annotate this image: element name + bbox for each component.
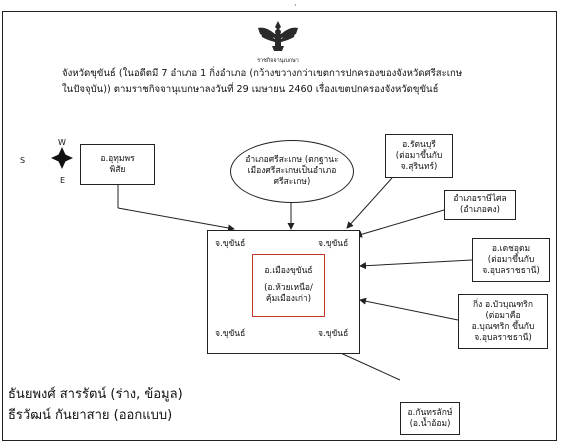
garuda-emblem xyxy=(256,18,300,54)
corner-label-bottom-left: จ.ขุขันธ์ xyxy=(215,329,246,339)
rasisalai-line-1: อำเภอราษีไศล xyxy=(453,194,507,204)
kantharalak-line-2: (อ.น้ำอ้อม) xyxy=(409,418,451,429)
corner-label-top-right: จ.ขุขันธ์ xyxy=(318,239,349,249)
mueang-line-4: คุ้มเมืองเก่า) xyxy=(265,294,312,304)
garuda-icon xyxy=(258,21,298,51)
buntharik-line-4: จ.อุบลราชธานี) xyxy=(474,332,532,343)
district-kantharalak: อ.กันทรลักษ์ (อ.น้ำอ้อม) xyxy=(400,402,460,435)
mueang-line-3: (อ.ห้วยเหนือ/ xyxy=(264,283,313,293)
sisaket-line-1: อำเภอศรีสะเกษ (ตกฐานะ xyxy=(245,155,339,165)
corner-label-top-left: จ.ขุขันธ์ xyxy=(215,239,246,249)
arrow-rattanaburi xyxy=(346,177,393,229)
rattanaburi-line-2: (ต่อมาขึ้นกับ xyxy=(395,150,443,161)
arrow-buntharik xyxy=(359,297,459,321)
sisaket-line-2: เมืองศรีสะเกษเป็นอำเภอ xyxy=(247,166,337,176)
arrow-kanthararom xyxy=(355,209,445,238)
compass-s: S xyxy=(20,156,26,165)
district-sisaket-ellipse: อำเภอศรีสะเกษ (ตกฐานะ เมืองศรีสะเกษเป็นอ… xyxy=(230,140,354,203)
credits-block: ธันยพงศ์ สารรัตน์ (ร่าง, ข้อมูล) ธีรวัฒน… xyxy=(8,384,183,426)
compass-w: W xyxy=(58,138,66,147)
detudom-line-2: (ต่อมาขึ้นกับ xyxy=(487,254,535,265)
uthumphon-line-2: พิสัย xyxy=(109,164,126,175)
emblem-caption: ราชกิจจานุเบกษา xyxy=(257,58,299,64)
arrow-uthumphon xyxy=(117,207,235,232)
district-rattanaburi: อ.รัตนบุรี (ต่อมาขึ้นกับ จ.สุรินทร์) xyxy=(385,134,453,178)
arrow-detudom xyxy=(359,259,473,270)
credits-line-1: ธันยพงศ์ สารรัตน์ (ร่าง, ข้อมูล) xyxy=(8,387,183,402)
kantharalak-line-1: อ.กันทรลักษ์ xyxy=(407,407,453,418)
compass-e: E xyxy=(60,176,66,185)
rasisalai-line-2: (อำเภอคง) xyxy=(460,205,500,215)
dot-mark: · xyxy=(294,1,297,10)
buntharik-line-1: กิ่ง อ.บัวบุณฑริก xyxy=(472,299,534,310)
district-uthumphon-phisai: อ.อุทุมพร พิสัย xyxy=(80,144,155,185)
rattanaburi-line-3: จ.สุรินทร์) xyxy=(400,161,438,172)
detudom-line-3: จ.อุบลราชธานี) xyxy=(482,265,540,276)
corner-label-bottom-right: จ.ขุขันธ์ xyxy=(318,329,349,339)
district-rasi-salai: อำเภอราษีไศล (อำเภอคง) xyxy=(444,190,516,220)
detudom-line-1: อ.เดชอุดม xyxy=(491,243,531,254)
compass-rose-icon xyxy=(51,147,73,169)
title-line-1: จังหวัดขุขันธ์ (ในอดีตมี 7 อำเภอ 1 กิ่งอ… xyxy=(62,68,463,79)
rattanaburi-line-1: อ.รัตนบุรี xyxy=(402,139,436,150)
diagram-frame xyxy=(2,11,557,441)
district-det-udom: อ.เดชอุดม (ต่อมาขึ้นกับ จ.อุบลราชธานี) xyxy=(472,238,550,282)
buntharik-line-3: อ.บุณฑริก ขึ้นกับ xyxy=(471,321,535,332)
title-line-2: ในปัจจุบัน)) ตามราชกิจจานุเบกษาลงวันที่ … xyxy=(62,84,439,95)
sisaket-line-3: ศรีสะเกษ) xyxy=(273,177,311,187)
uthumphon-line-1: อ.อุทุมพร xyxy=(100,153,135,164)
buntharik-line-2: (ต่อมาคือ xyxy=(485,310,521,321)
district-bua-buntharik: กิ่ง อ.บัวบุณฑริก (ต่อมาคือ อ.บุณฑริก ขึ… xyxy=(458,294,548,349)
district-mueang-khukhan: อ.เมืองขุขันธ์ (อ.ห้วยเหนือ/ คุ้มเมืองเก… xyxy=(252,254,325,317)
mueang-line-1: อ.เมืองขุขันธ์ xyxy=(264,266,313,276)
credits-line-2: ธีรวัฒน์ กันยาสาย (ออกแบบ) xyxy=(8,408,173,423)
